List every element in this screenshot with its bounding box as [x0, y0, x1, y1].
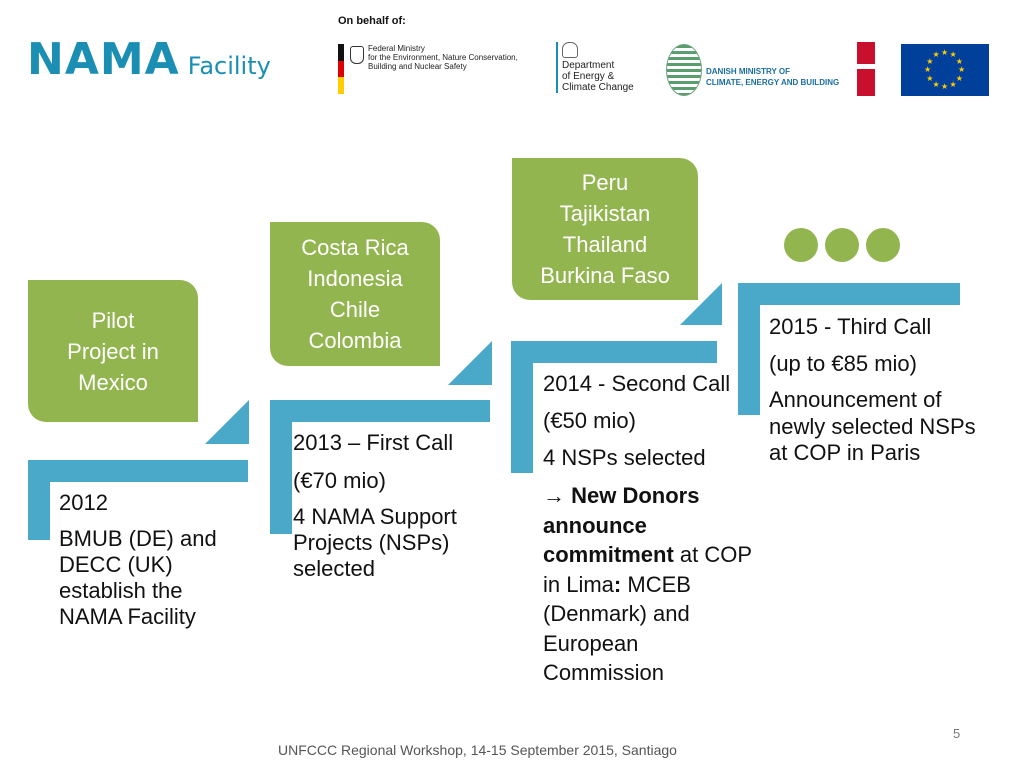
bmub-line: Building and Nuclear Safety [368, 62, 467, 71]
step-post-2013 [270, 422, 292, 534]
eagle-icon [350, 46, 364, 64]
eu-star-icon: ★ [941, 48, 949, 57]
decc-line: Climate Change [562, 82, 634, 93]
box-line: Indonesia [307, 266, 403, 291]
step-description: BMUB (DE) and DECC (UK) establish the NA… [59, 526, 217, 629]
step-text-2012: 2012 BMUB (DE) and DECC (UK) establish t… [59, 490, 244, 630]
donors-text: at COP in Lima [543, 542, 752, 597]
eu-star-icon: ★ [932, 50, 940, 60]
eu-star-icon: ★ [949, 79, 957, 89]
danish-globe-icon [666, 44, 702, 96]
step-arrow-2014 [680, 283, 722, 325]
donors-bold: New Donors announce commitment [543, 483, 700, 567]
step-bar-2012 [28, 460, 248, 482]
box-line: Burkina Faso [540, 263, 670, 288]
step-bar-2013 [270, 400, 490, 422]
eu-star-icon: ★ [926, 73, 934, 83]
eu-flag-icon: ★★★★★★★★★★★★ [901, 44, 989, 96]
step-arrow-2012 [205, 400, 249, 444]
box-line: Peru [581, 170, 629, 195]
nama-facility-logo: NAMA Facility [27, 34, 271, 85]
german-flag-icon [338, 44, 344, 95]
danish-ministry-logo-text: DANISH MINISTRY OF CLIMATE, ENERGY AND B… [706, 66, 839, 88]
step-amount: (up to €85 mio) [769, 350, 917, 376]
eu-star-icon: ★ [932, 79, 940, 89]
decc-line: Department [562, 60, 615, 71]
step-post-2014 [511, 363, 533, 473]
arrow-right-icon: → [543, 483, 565, 508]
first-call-countries-box: Costa Rica Indonesia Chile Colombia [270, 222, 440, 366]
step-bar-2014 [511, 341, 717, 363]
step-post-2012 [28, 482, 50, 540]
pilot-box: Pilot Project in Mexico [28, 280, 198, 422]
step-year: 2014 - Second Call [543, 371, 731, 396]
eu-star-icon: ★ [924, 65, 932, 74]
step-amount: (€70 mio) [293, 468, 386, 493]
second-call-countries-box: Peru Tajikistan Thailand Burkina Faso [512, 158, 698, 300]
nama-logo-word: NAMA [27, 34, 180, 85]
dot [825, 228, 859, 262]
page-number: 5 [953, 726, 961, 741]
step-text-2014: 2014 - Second Call (€50 mio) 4 NSPs sele… [543, 370, 753, 688]
step-donors: → New Donors announce commitment at COP … [543, 481, 753, 688]
on-behalf-label: On behalf of: [338, 15, 406, 27]
donors-list: MCEB (Denmark) and European Commission [543, 571, 691, 686]
footer-text: UNFCCC Regional Workshop, 14-15 Septembe… [278, 742, 677, 758]
step-description: Announcement of newly selected NSPs at C… [769, 387, 976, 465]
eu-star-icon: ★ [958, 65, 966, 74]
crest-icon [562, 42, 578, 58]
dot [866, 228, 900, 262]
eu-star-icon: ★ [955, 73, 963, 83]
step-text-2013: 2013 – First Call (€70 mio) 4 NAMA Suppo… [293, 430, 493, 582]
danish-flag-icon [857, 42, 875, 96]
step-amount: (€50 mio) [543, 408, 636, 433]
step-arrow-2013 [448, 341, 492, 385]
eu-star-icon: ★ [955, 56, 963, 66]
bmub-line: Federal Ministry [368, 44, 425, 53]
bmub-text: Federal Ministry for the Environment, Na… [368, 44, 518, 94]
eu-star-icon: ★ [941, 82, 949, 91]
box-line: Pilot [91, 307, 135, 333]
step-year: 2015 - Third Call [769, 314, 932, 339]
bmub-line: for the Environment, Nature Conservation… [368, 53, 518, 62]
decc-logo: Department of Energy & Climate Change [556, 42, 634, 93]
step-post-2015 [738, 305, 760, 415]
bmub-logo: Federal Ministry for the Environment, Na… [338, 44, 518, 95]
danish-line: CLIMATE, ENERGY AND BUILDING [706, 78, 840, 87]
step-year: 2013 – First Call [293, 430, 454, 455]
step-text-2015: 2015 - Third Call (up to €85 mio) Announ… [769, 314, 979, 467]
step-bar-2015 [738, 283, 960, 305]
eu-star-icon: ★ [926, 56, 934, 66]
box-line: Colombia [308, 328, 402, 353]
danish-line: DANISH MINISTRY OF [706, 67, 791, 76]
step-description: 4 NAMA Support Projects (NSPs) selected [293, 504, 457, 581]
box-line: Tajikistan [559, 201, 651, 226]
box-line: Mexico [78, 369, 148, 395]
step-description: 4 NSPs selected [543, 445, 706, 470]
nama-logo-sub: Facility [187, 52, 271, 80]
donors-colon: : [613, 571, 622, 597]
dot [784, 228, 818, 262]
box-line: Costa Rica [301, 235, 409, 260]
box-line: Thailand [562, 232, 648, 257]
box-line: Project in [67, 338, 159, 364]
step-year: 2012 [59, 490, 108, 515]
box-line: Chile [329, 297, 381, 322]
eu-star-icon: ★ [949, 50, 957, 60]
continuation-dots [784, 228, 902, 262]
decc-line: of Energy & [562, 71, 615, 82]
